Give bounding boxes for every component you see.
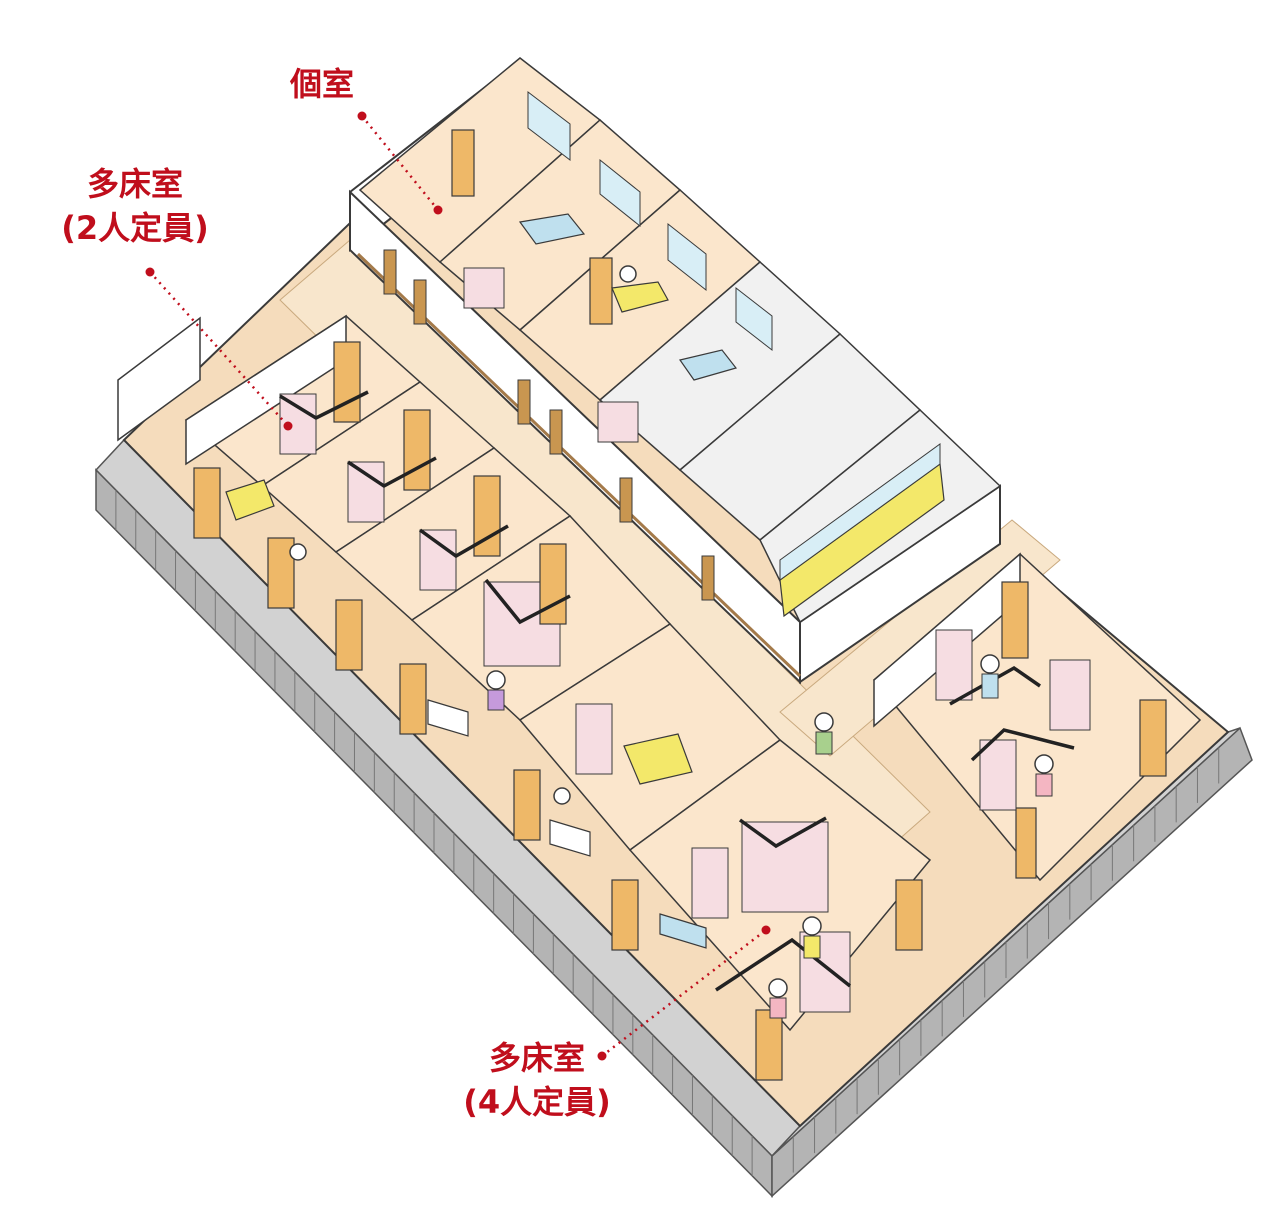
- residents-and-staff: [289, 265, 1054, 1019]
- double-room-label: 多床室: [86, 165, 183, 203]
- single-room-callout: 個室: [272, 62, 372, 106]
- single-room-label: 個室: [289, 65, 354, 103]
- multi-bed-wing: [117, 314, 932, 1081]
- double-room-callout: 多床室 (2人定員): [50, 162, 220, 250]
- outer-perimeter-wall: [94, 438, 1253, 1198]
- double-room-capacity: (2人定員): [61, 209, 209, 247]
- right-room-block: [872, 552, 1202, 882]
- single-room-wing: [358, 57, 1002, 624]
- quad-room-capacity: (4人定員): [463, 1083, 611, 1121]
- quad-room-label: 多床室: [488, 1039, 585, 1077]
- quad-room-callout: 多床室 (4人定員): [452, 1036, 622, 1124]
- spine-doors: [383, 249, 715, 601]
- callout-dots: [145, 111, 771, 1061]
